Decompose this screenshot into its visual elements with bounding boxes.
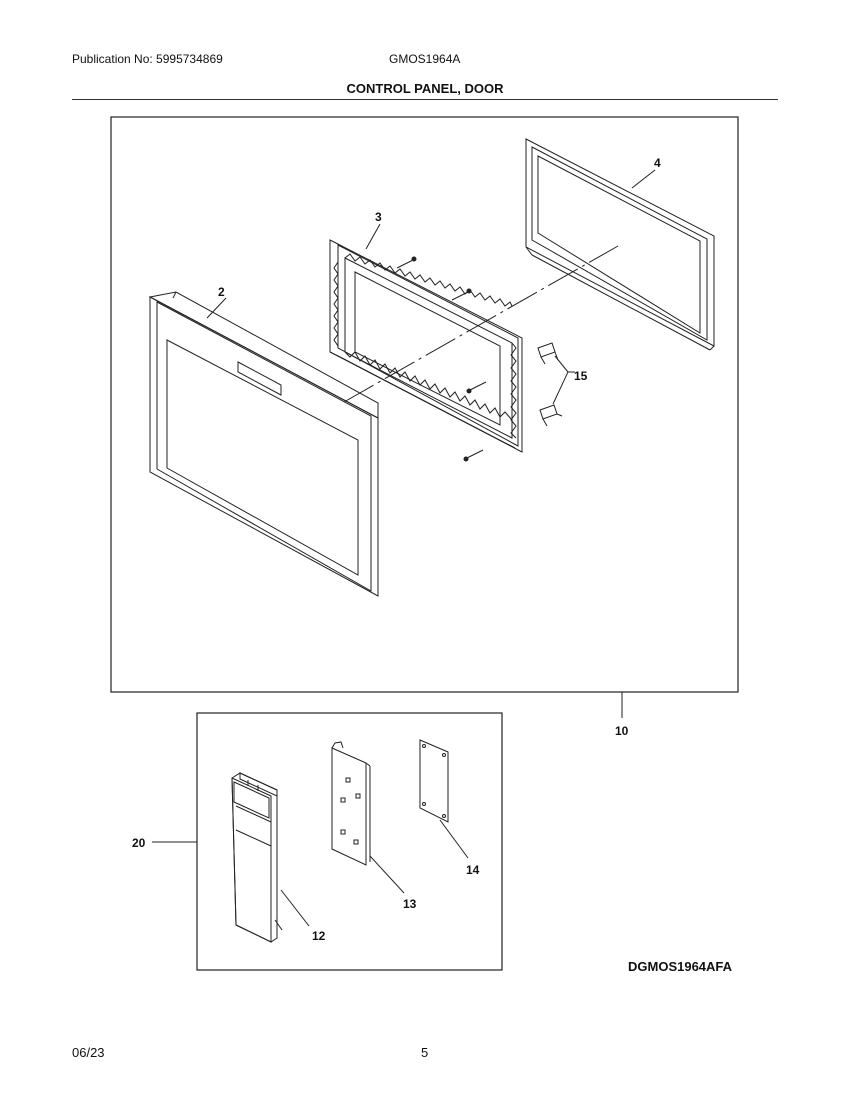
callout-12: 12 — [312, 929, 326, 943]
callout-10: 10 — [615, 724, 629, 738]
footer-date: 06/23 — [72, 1045, 105, 1060]
control-panel-part — [231, 772, 283, 943]
hinge-part — [537, 342, 563, 427]
callout-3: 3 — [375, 210, 382, 224]
alignment-line — [343, 245, 619, 403]
callout-20: 20 — [132, 836, 146, 850]
callout-2: 2 — [218, 285, 225, 299]
callout-4: 4 — [654, 156, 661, 170]
pcb-part — [419, 739, 449, 823]
callout-15: 15 — [574, 369, 588, 383]
page-title: CONTROL PANEL, DOOR — [346, 81, 504, 96]
glass-frame-part — [525, 138, 715, 351]
door-assembly-box — [110, 116, 739, 693]
model-number: GMOS1964A — [389, 52, 461, 66]
header-rule — [72, 99, 778, 100]
leader-lines-lower — [152, 819, 469, 927]
choke-frame-part — [329, 239, 523, 453]
publication-number: Publication No: 5995734869 — [72, 52, 223, 66]
callout-14: 14 — [466, 863, 480, 877]
callout-13: 13 — [403, 897, 417, 911]
footer-page-number: 5 — [421, 1045, 429, 1060]
leader-lines-upper — [206, 169, 656, 718]
diagram-code: DGMOS1964AFA — [628, 959, 733, 974]
screws — [396, 256, 487, 462]
bracket-part — [331, 741, 371, 866]
door-frame-part — [148, 291, 379, 597]
